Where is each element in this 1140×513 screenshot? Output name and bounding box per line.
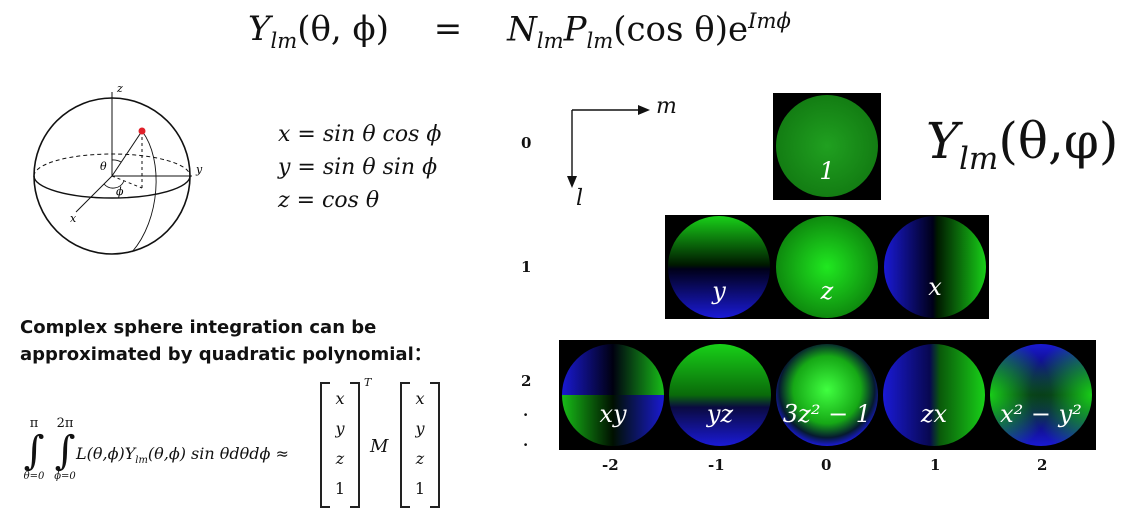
sphere-label-z: z bbox=[116, 82, 123, 95]
radius-line bbox=[111, 130, 143, 177]
description-line-1: Complex sphere integration can be bbox=[20, 317, 377, 338]
projection-base bbox=[111, 175, 143, 189]
harmonic-l2-m0 bbox=[776, 344, 878, 446]
coord-eq-x: x = sin θ cos ϕ bbox=[278, 122, 442, 147]
harmonic-l1-m0 bbox=[776, 216, 878, 318]
spherical-harmonic-equation: Ylm(θ, ϕ) = NlmPlm(cos θ)eImϕ bbox=[248, 8, 791, 54]
harmonic-l1-m0-label: z bbox=[820, 277, 834, 305]
outer-integral: π ∫ θ=0 bbox=[23, 416, 45, 482]
harmonic-l1-m-1-label: y bbox=[712, 277, 726, 305]
l-axis-label: l bbox=[576, 186, 584, 211]
harmonic-l2-m-2 bbox=[562, 344, 664, 446]
harmonic-l0-m0 bbox=[776, 95, 878, 197]
harmonic-l1-m1 bbox=[884, 216, 986, 318]
harmonic-l1-m1-label: x bbox=[928, 273, 942, 301]
integrand: L(θ,ϕ)Ylm(θ,ϕ) sin θdθdϕ ≈ bbox=[76, 444, 289, 467]
integral-formula: π ∫ θ=0 2π ∫ ϕ=0 L(θ,ϕ)Ylm(θ,ϕ) sin θdθd… bbox=[20, 376, 500, 508]
l-value-2: 2 bbox=[521, 372, 532, 390]
approximation-description: Complex sphere integration can be approx… bbox=[20, 314, 440, 368]
harmonic-l2-m2-label: x² − y² bbox=[1000, 400, 1082, 428]
harmonic-l1-m-1 bbox=[668, 216, 770, 318]
m-value--1: -1 bbox=[708, 456, 725, 474]
x-axis bbox=[75, 175, 113, 213]
sphere-label-y: y bbox=[195, 163, 203, 176]
l-value-dot-1: . bbox=[523, 402, 529, 420]
harmonic-l2-m2 bbox=[990, 344, 1092, 446]
sphere-label-theta: θ bbox=[100, 160, 107, 173]
axes-arrows bbox=[567, 105, 650, 188]
harmonic-l2-m1 bbox=[883, 344, 985, 446]
sphere-label-phi: ϕ bbox=[116, 185, 124, 198]
inner-integral: 2π ∫ ϕ=0 bbox=[54, 416, 76, 482]
harmonic-l2-m-1-label: yz bbox=[706, 400, 734, 428]
sphere-point bbox=[138, 127, 146, 135]
harmonic-l2-m0-label: 3z² − 1 bbox=[782, 400, 872, 428]
vector: x y z 1 bbox=[400, 382, 440, 508]
transpose-mark: T bbox=[364, 376, 372, 389]
m-value-1: 1 bbox=[930, 456, 941, 474]
m-value-0: 0 bbox=[821, 456, 832, 474]
harmonics-row-l1: y z x bbox=[665, 215, 989, 319]
matrix-M: M bbox=[370, 436, 389, 457]
harmonics-row-l2: xy yz 3z² − 1 zx bbox=[559, 340, 1096, 450]
sphere-equator-front bbox=[33, 175, 191, 199]
m-axis-label: m bbox=[656, 94, 677, 119]
coordinate-equations: x = sin θ cos ϕ y = sin θ sin ϕ z = cos … bbox=[278, 118, 441, 217]
harmonics-row-l0: 1 bbox=[773, 93, 881, 200]
ylm-label: Ylm(θ,φ) bbox=[926, 112, 1119, 177]
description-line-2: approximated by quadratic polynomial： bbox=[20, 344, 432, 365]
harmonic-l2-m-2-label: xy bbox=[599, 400, 627, 428]
l-value-1: 1 bbox=[521, 258, 532, 276]
harmonic-l0-m0-label: 1 bbox=[819, 157, 835, 185]
coord-eq-y: y = sin θ sin ϕ bbox=[278, 155, 438, 180]
vector-transposed: x y z 1 bbox=[320, 382, 360, 508]
sphere-label-x: x bbox=[70, 212, 77, 225]
meridian-arc bbox=[131, 130, 157, 253]
l-value-0: 0 bbox=[521, 134, 532, 152]
coord-eq-z: z = cos θ bbox=[278, 188, 380, 213]
m-value--2: -2 bbox=[602, 456, 619, 474]
harmonic-l2-m1-label: zx bbox=[920, 400, 948, 428]
sphere-coordinate-diagram: z y x θ ϕ bbox=[33, 82, 203, 255]
l-value-dot-2: . bbox=[523, 432, 529, 450]
m-value-2: 2 bbox=[1037, 456, 1048, 474]
harmonic-l2-m-1 bbox=[669, 344, 771, 446]
